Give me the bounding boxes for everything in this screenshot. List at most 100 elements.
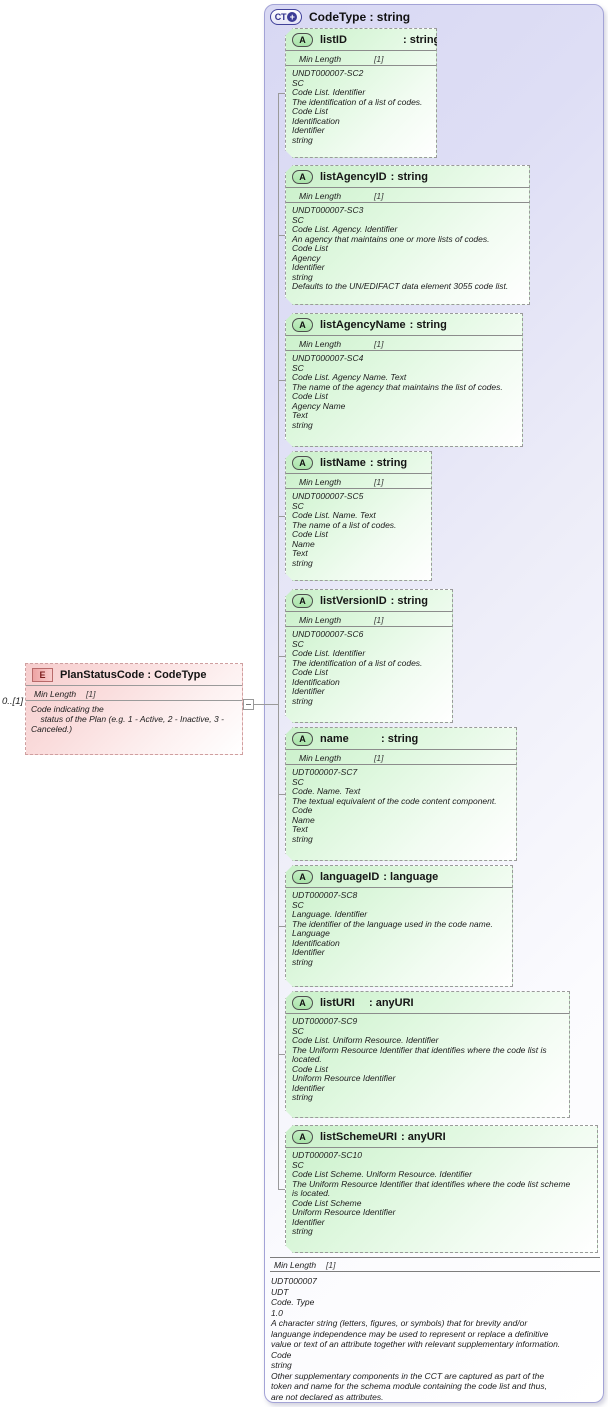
facet-value: [1] bbox=[374, 752, 384, 763]
facet-name: Min Length bbox=[299, 53, 342, 64]
attribute-type: : string bbox=[369, 457, 408, 469]
attribute-docs: UDT000007-SC9 SC Code List. Uniform Reso… bbox=[292, 1016, 547, 1102]
complex-type-icon: CT + bbox=[270, 9, 302, 25]
codetype-title: CodeType : string bbox=[309, 10, 411, 24]
attribute-name: listID bbox=[320, 34, 347, 46]
facet-value: [1] bbox=[374, 614, 384, 625]
connector-stub bbox=[278, 516, 285, 517]
connector-line bbox=[254, 704, 278, 705]
facet-name: Min Length bbox=[274, 1260, 317, 1270]
element-planstatuscode[interactable]: E PlanStatusCode : CodeType Min Length [… bbox=[25, 663, 243, 755]
attribute-listid[interactable]: A listID : string Min Length [1] UNDT000… bbox=[285, 28, 437, 158]
attribute-docs: UNDT000007-SC5 SC Code List. Name. Text … bbox=[292, 491, 397, 568]
attribute-docs: UNDT000007-SC4 SC Code List. Agency Name… bbox=[292, 353, 503, 430]
attribute-listversionid[interactable]: A listVersionID : string Min Length [1] … bbox=[285, 589, 453, 723]
facet-name: Min Length bbox=[299, 752, 342, 763]
connector-stub bbox=[278, 93, 285, 94]
connector-stub bbox=[278, 1054, 285, 1055]
facet-name: Min Length bbox=[299, 614, 342, 625]
connector-stub bbox=[278, 1189, 285, 1190]
attribute-name: listName bbox=[320, 457, 366, 469]
facet-value: [1] bbox=[326, 1260, 336, 1270]
expand-plus-icon[interactable]: + bbox=[287, 12, 298, 22]
attribute-listuri[interactable]: A listURI : anyURI UDT000007-SC9 SC Code… bbox=[285, 991, 570, 1118]
facet-value: [1] bbox=[374, 53, 384, 64]
attribute-type: : string bbox=[381, 733, 419, 745]
attribute-name: languageID bbox=[320, 871, 380, 883]
attribute-listagencyid[interactable]: A listAgencyID : string Min Length [1] U… bbox=[285, 165, 530, 305]
connector-stub bbox=[278, 926, 285, 927]
attribute-icon: A bbox=[292, 732, 313, 746]
connector-rail bbox=[278, 93, 279, 1190]
attribute-icon: A bbox=[292, 33, 313, 47]
attribute-docs: UNDT000007-SC3 SC Code List. Agency. Ide… bbox=[292, 205, 509, 291]
attribute-name: listSchemeURI bbox=[320, 1131, 398, 1143]
facet-row: Min Length [1] bbox=[286, 474, 431, 489]
element-icon: E bbox=[32, 668, 53, 682]
attribute-type: : string bbox=[390, 171, 428, 183]
attribute-type: : string bbox=[403, 34, 441, 46]
facet-row: Min Length [1] bbox=[286, 336, 522, 351]
attribute-listschemeuri[interactable]: A listSchemeURI : anyURI UDT000007-SC10 … bbox=[285, 1125, 598, 1253]
attribute-icon: A bbox=[292, 996, 313, 1010]
attribute-icon: A bbox=[292, 318, 313, 332]
attribute-listagencyname[interactable]: A listAgencyName : string Min Length [1]… bbox=[285, 313, 523, 447]
connector-stub bbox=[278, 794, 285, 795]
attribute-name: listAgencyID bbox=[320, 171, 387, 183]
attribute-listname[interactable]: A listName : string Min Length [1] UNDT0… bbox=[285, 451, 432, 581]
connector-stub bbox=[278, 380, 285, 381]
connector-stub bbox=[278, 235, 285, 236]
collapse-toggle[interactable] bbox=[243, 699, 254, 710]
minus-icon bbox=[246, 704, 251, 705]
attribute-name-attr[interactable]: A name : string Min Length [1] UDT000007… bbox=[285, 727, 517, 861]
attribute-header: A listName : string bbox=[286, 452, 431, 474]
attribute-header: A languageID : language bbox=[286, 866, 512, 888]
complex-type-icon-label: CT bbox=[274, 12, 287, 22]
attribute-icon: A bbox=[292, 594, 313, 608]
attribute-name: listURI bbox=[320, 997, 355, 1009]
attribute-type: : anyURI bbox=[369, 997, 414, 1009]
attribute-icon: A bbox=[292, 870, 313, 884]
attribute-type: : string bbox=[390, 595, 428, 607]
facet-name: Min Length bbox=[299, 338, 342, 349]
codetype-header: CT + CodeType : string bbox=[270, 9, 410, 25]
facet-value: [1] bbox=[374, 190, 384, 201]
facet-name: Min Length bbox=[299, 190, 342, 201]
codetype-docs: UDT000007 UDT Code. Type 1.0 A character… bbox=[271, 1276, 561, 1402]
attribute-docs: UDT000007-SC8 SC Language. Identifier Th… bbox=[292, 890, 493, 967]
element-docs: Code indicating the status of the Plan (… bbox=[31, 704, 224, 734]
attribute-icon: A bbox=[292, 170, 313, 184]
facet-row: Min Length [1] bbox=[286, 612, 452, 627]
facet-row: Min Length [1] bbox=[286, 750, 516, 765]
connector-stub bbox=[278, 656, 285, 657]
facet-value: [1] bbox=[374, 338, 384, 349]
attribute-type: : string bbox=[409, 319, 447, 331]
attribute-header: A listVersionID : string bbox=[286, 590, 452, 612]
attribute-header: A listAgencyName : string bbox=[286, 314, 522, 336]
attribute-header: A listID : string bbox=[286, 29, 436, 51]
multiplicity-label: 0..[1] bbox=[2, 696, 24, 707]
codetype-facet-row: Min Length [1] bbox=[270, 1257, 600, 1272]
attribute-name: listAgencyName bbox=[320, 319, 406, 331]
facet-value: [1] bbox=[86, 688, 96, 699]
facet-row: Min Length [1] bbox=[286, 51, 436, 66]
attribute-header: A listSchemeURI : anyURI bbox=[286, 1126, 597, 1148]
attribute-languageid[interactable]: A languageID : language UDT000007-SC8 SC… bbox=[285, 865, 513, 987]
attribute-name: listVersionID bbox=[320, 595, 387, 607]
attribute-icon: A bbox=[292, 456, 313, 470]
attribute-docs: UDT000007-SC7 SC Code. Name. Text The te… bbox=[292, 767, 497, 844]
element-header: E PlanStatusCode : CodeType bbox=[26, 664, 242, 686]
attribute-header: A listAgencyID : string bbox=[286, 166, 529, 188]
attribute-type: : language bbox=[383, 871, 439, 883]
attribute-header: A name : string bbox=[286, 728, 516, 750]
facet-name: Min Length bbox=[299, 476, 342, 487]
element-title: PlanStatusCode : CodeType bbox=[60, 669, 207, 681]
attribute-name: name bbox=[320, 733, 349, 745]
facet-name: Min Length bbox=[34, 688, 77, 699]
attribute-icon: A bbox=[292, 1130, 313, 1144]
facet-row: Min Length [1] bbox=[286, 188, 529, 203]
facet-row: Min Length [1] bbox=[26, 686, 242, 701]
attribute-docs: UNDT000007-SC2 SC Code List. Identifier … bbox=[292, 68, 423, 145]
facet-value: [1] bbox=[374, 476, 384, 487]
